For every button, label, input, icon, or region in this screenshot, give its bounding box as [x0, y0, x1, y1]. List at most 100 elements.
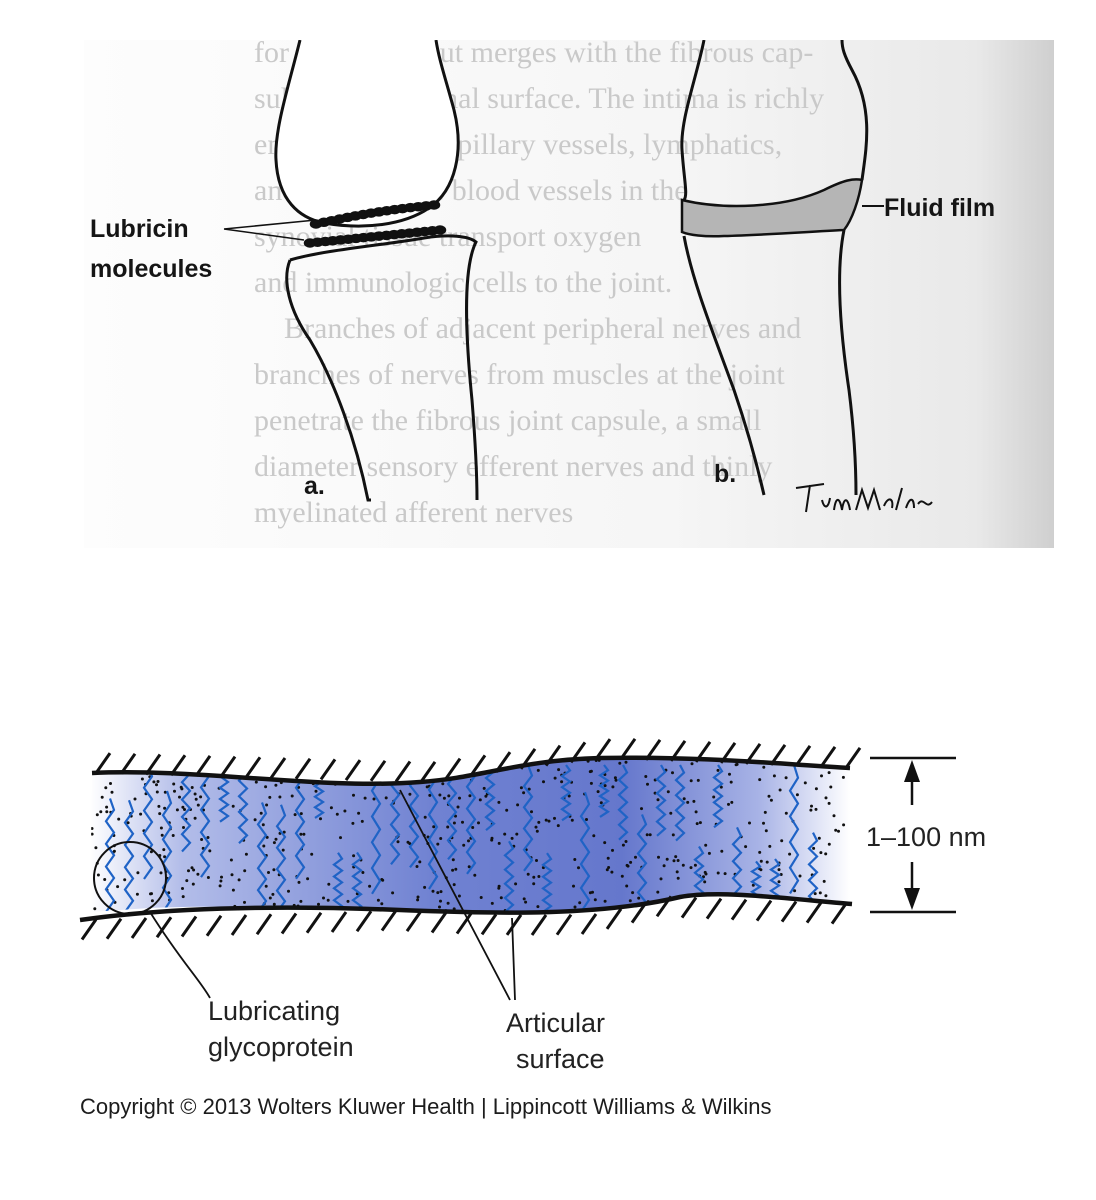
fluid-particle: [458, 796, 461, 800]
fluid-particle: [272, 868, 276, 872]
fluid-particle: [267, 871, 270, 874]
fluid-particle: [187, 869, 190, 873]
fluid-particle: [524, 900, 528, 904]
fluid-particle: [842, 823, 846, 827]
fluid-particle: [577, 866, 580, 870]
fluid-particle: [698, 821, 702, 825]
fluid-particle: [206, 876, 210, 879]
fluid-particle: [839, 760, 843, 764]
fluid-particle: [259, 811, 263, 815]
fluid-particle: [621, 843, 625, 847]
surface-hatch-mark: [605, 908, 623, 930]
surface-hatch-mark: [430, 911, 448, 934]
fluid-particle: [244, 852, 248, 856]
fluid-particle: [665, 857, 669, 861]
glycoprotein-strand: [636, 814, 648, 913]
fluid-particle: [155, 783, 158, 787]
joint-a-drawing: [274, 40, 479, 502]
fluid-particle: [341, 762, 345, 766]
fluid-particle: [191, 882, 195, 886]
fluid-particle: [272, 841, 276, 845]
fluid-particle: [482, 786, 486, 790]
glycoprotein-strand: [256, 802, 268, 913]
fluid-particle: [829, 785, 833, 789]
fluid-particle: [268, 896, 272, 900]
fluid-particle: [751, 883, 755, 887]
fluid-particle: [762, 821, 765, 825]
fluid-particle: [812, 846, 816, 850]
fluid-particle: [299, 899, 303, 903]
fluid-particle: [290, 794, 294, 798]
fluid-particle: [758, 850, 762, 854]
fluid-particle: [477, 821, 480, 825]
thickness-label: 1–100 nm: [866, 822, 986, 852]
fluid-particle: [814, 807, 818, 811]
fluid-particle: [471, 826, 475, 829]
fluid-particle: [268, 795, 272, 799]
fluid-particle: [194, 797, 198, 801]
fluid-particle: [272, 902, 276, 906]
fluid-particle: [163, 806, 167, 810]
fluid-particle: [262, 844, 266, 848]
fluid-particle: [418, 860, 422, 864]
fluid-particle: [339, 836, 342, 840]
fluid-particle: [454, 867, 458, 871]
glycoprotein-strand: [560, 764, 572, 822]
fluid-particle: [126, 821, 130, 825]
fluid-particle: [416, 768, 420, 772]
fluid-particle: [593, 898, 597, 902]
fluid-particle: [537, 820, 541, 824]
fluid-particle: [532, 882, 536, 886]
fluid-film-band: [680, 178, 864, 238]
fluid-particle: [438, 905, 441, 909]
fluid-particle: [572, 884, 575, 888]
background-text-line: penetrate the fibrous joint capsule, a s…: [254, 404, 761, 437]
surface-hatch-mark: [580, 913, 598, 935]
fluid-particle: [676, 859, 680, 862]
background-text-line: branches of nerves from muscles at the j…: [254, 358, 785, 391]
fluid-particle: [326, 898, 330, 902]
background-text-line: diameter sensory efferent nerves and thi…: [254, 450, 772, 483]
fluid-particle: [281, 848, 285, 852]
surface-hatch-mark: [344, 759, 362, 781]
fluid-particle: [185, 879, 189, 883]
surface-hatch-mark: [480, 913, 498, 936]
fluid-particle: [451, 858, 455, 862]
fluid-particle: [827, 842, 831, 846]
fluid-particle: [532, 875, 536, 879]
fluid-particle: [758, 778, 762, 782]
fluid-particle: [473, 873, 477, 877]
fluid-particle: [704, 843, 708, 847]
glycoprotein-strand: [579, 791, 591, 913]
fluid-particle: [744, 845, 748, 849]
panel-a-label: a.: [304, 472, 325, 500]
fluid-particle: [820, 774, 823, 778]
lubrication-layer-diagram: 1–100 nm Lubricating glycoprotein Articu…: [79, 737, 986, 1074]
fluid-particle: [692, 799, 696, 803]
fluid-particle: [682, 797, 686, 801]
background-text-line: myelinated afferent nerves: [254, 496, 573, 529]
surface-hatch-mark: [330, 911, 348, 933]
surface-hatch-mark: [305, 911, 323, 934]
fluid-particle: [117, 817, 121, 821]
fluid-particle: [237, 878, 241, 882]
fluid-particle: [243, 869, 247, 873]
fluid-particle: [454, 814, 457, 818]
fluid-particle: [182, 826, 185, 829]
surface-hatch-mark: [780, 900, 798, 923]
fluid-particle: [439, 890, 443, 894]
surface-hatch-mark: [830, 902, 848, 925]
fluid-particle: [438, 759, 442, 763]
fluid-particle: [261, 823, 265, 827]
fluid-particle: [690, 762, 694, 766]
fluid-particle: [798, 874, 802, 878]
fluid-particle: [90, 832, 94, 836]
joint-lubrication-illustration: for the intima but merges with the fibro…: [90, 40, 995, 529]
fluid-particle: [515, 832, 519, 836]
fluid-particle: [589, 781, 593, 785]
fluid-particle: [181, 895, 185, 899]
fluid-film-label: Fluid film: [884, 194, 995, 222]
fluid-particle: [822, 879, 826, 883]
fluid-particle: [484, 794, 488, 798]
fluid-particle: [93, 907, 97, 911]
